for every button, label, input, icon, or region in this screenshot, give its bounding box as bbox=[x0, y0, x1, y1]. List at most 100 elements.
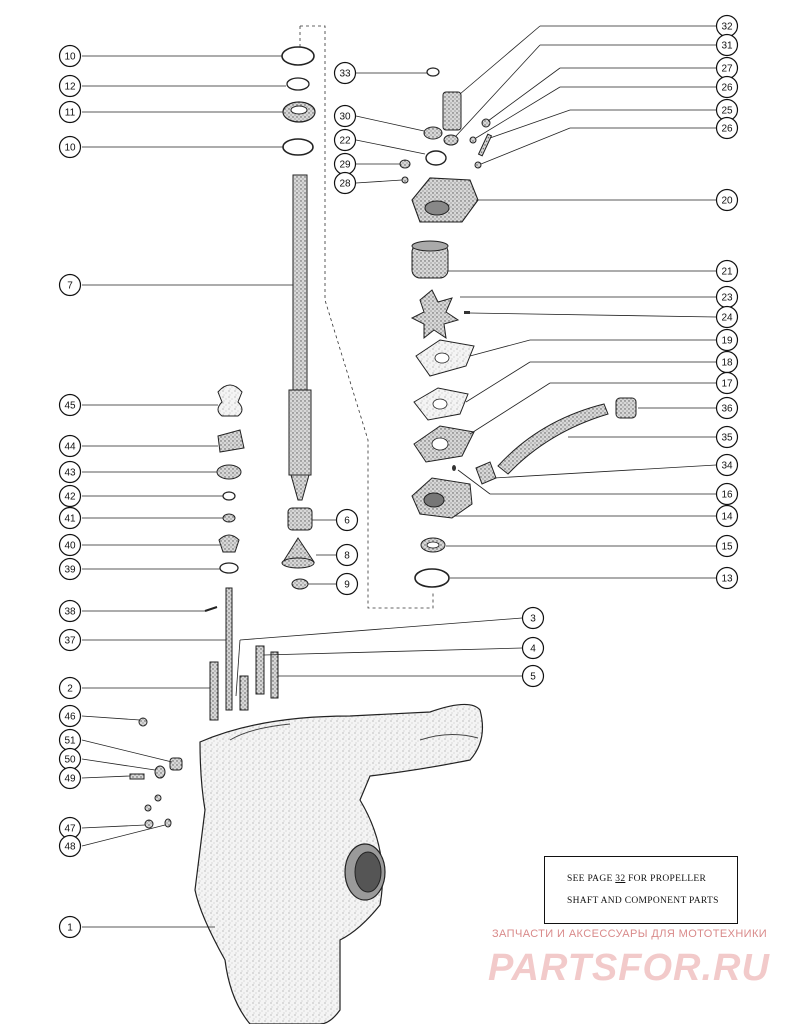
callout-number: 39 bbox=[64, 565, 76, 576]
callout-circle bbox=[333, 171, 357, 195]
callout-circle bbox=[333, 61, 357, 85]
callout-number: 26 bbox=[721, 83, 733, 94]
callout-n37: 37 bbox=[58, 628, 82, 652]
stud-2 bbox=[209, 661, 219, 721]
callout-number: 1 bbox=[67, 923, 73, 934]
retaining-ring-12 bbox=[286, 77, 310, 91]
parts-25-29 bbox=[399, 118, 493, 184]
callout-n41: 41 bbox=[58, 506, 82, 530]
callout-number: 27 bbox=[721, 64, 733, 75]
callout-n40: 40 bbox=[58, 533, 82, 557]
drive-shaft bbox=[288, 26, 312, 501]
bearing-6 bbox=[287, 507, 313, 531]
callout-n2: 2 bbox=[58, 676, 82, 700]
callout-n9: 9 bbox=[335, 572, 359, 596]
callout-n46: 46 bbox=[58, 704, 82, 728]
callout-circle bbox=[58, 484, 82, 508]
callout-n33: 33 bbox=[333, 61, 357, 85]
callout-n26b: 26 bbox=[715, 116, 739, 140]
callout-number: 37 bbox=[64, 636, 76, 647]
part-42 bbox=[222, 491, 236, 501]
callout-circle bbox=[333, 104, 357, 128]
callout-number: 47 bbox=[64, 824, 76, 835]
callout-circle bbox=[58, 628, 82, 652]
o-ring-10-upper bbox=[281, 46, 315, 66]
pump-housing-20 bbox=[411, 177, 479, 223]
gasket-17 bbox=[413, 425, 475, 463]
callout-number: 40 bbox=[64, 541, 76, 552]
grommet-31 bbox=[443, 134, 459, 146]
grommet-34 bbox=[475, 461, 497, 485]
assembly-guide-line bbox=[300, 25, 434, 609]
callout-number: 10 bbox=[64, 143, 76, 154]
callout-number: 36 bbox=[721, 404, 733, 415]
callout-number: 28 bbox=[339, 179, 351, 190]
callout-n48: 48 bbox=[58, 834, 82, 858]
callout-n51: 51 bbox=[58, 728, 82, 752]
callout-circle bbox=[335, 572, 359, 596]
tube-32 bbox=[442, 91, 462, 131]
note-suffix: FOR PROPELLER bbox=[625, 874, 707, 884]
callout-number: 32 bbox=[721, 22, 733, 33]
callout-number: 23 bbox=[721, 293, 733, 304]
callout-number: 11 bbox=[65, 108, 76, 119]
note-line-2: SHAFT AND COMPONENT PARTS bbox=[567, 896, 719, 906]
callout-n31: 31 bbox=[715, 33, 739, 57]
watermark: ЗАПЧАСТИ И АКСЕССУАРЫ ДЛЯ МОТОТЕХНИКИ PA… bbox=[486, 928, 786, 988]
callout-number: 24 bbox=[721, 313, 733, 324]
callout-n45: 45 bbox=[58, 393, 82, 417]
callout-n10a: 10 bbox=[58, 44, 82, 68]
callout-number: 6 bbox=[344, 516, 350, 527]
callout-number: 35 bbox=[721, 433, 733, 444]
o-ring-10-lower bbox=[282, 138, 314, 156]
callout-number: 51 bbox=[64, 736, 76, 747]
callout-circle bbox=[715, 259, 739, 283]
callout-number: 33 bbox=[339, 69, 351, 80]
note-page-ref: 32 bbox=[615, 874, 626, 884]
part-45 bbox=[217, 384, 243, 417]
gear-housing bbox=[194, 703, 483, 1024]
callout-number: 2 bbox=[67, 684, 73, 695]
callout-circle bbox=[58, 599, 82, 623]
callout-circle bbox=[715, 188, 739, 212]
callout-circle bbox=[58, 506, 82, 530]
callout-number: 45 bbox=[64, 401, 76, 412]
callout-circle bbox=[58, 393, 82, 417]
callout-n14: 14 bbox=[715, 504, 739, 528]
callout-number: 48 bbox=[64, 842, 76, 853]
seal-30 bbox=[423, 126, 443, 140]
seal-22 bbox=[425, 150, 447, 166]
callout-number: 4 bbox=[530, 644, 536, 655]
callout-n17: 17 bbox=[715, 371, 739, 395]
callout-number: 3 bbox=[530, 614, 536, 625]
callout-number: 20 bbox=[721, 196, 733, 207]
callout-circle bbox=[58, 834, 82, 858]
callout-circle bbox=[58, 273, 82, 297]
callout-n39: 39 bbox=[58, 557, 82, 581]
callout-number: 49 bbox=[64, 774, 76, 785]
callout-circle bbox=[58, 100, 82, 124]
stud-3 bbox=[239, 675, 249, 711]
callout-circle bbox=[58, 44, 82, 68]
part-40 bbox=[218, 534, 240, 553]
callout-circle bbox=[521, 606, 545, 630]
callout-n18: 18 bbox=[715, 350, 739, 374]
callout-n43: 43 bbox=[58, 460, 82, 484]
callout-number: 43 bbox=[64, 468, 76, 479]
callout-circle bbox=[715, 396, 739, 420]
callout-number: 22 bbox=[339, 136, 351, 147]
callout-markers: 1012111074544434241403938372465150494748… bbox=[58, 14, 739, 939]
callout-number: 30 bbox=[339, 112, 351, 123]
callout-circle bbox=[715, 566, 739, 590]
callout-n49: 49 bbox=[58, 766, 82, 790]
callout-number: 41 bbox=[64, 514, 76, 525]
callout-circle bbox=[715, 116, 739, 140]
grommet-36 bbox=[615, 397, 637, 419]
part-44 bbox=[217, 429, 245, 453]
callout-circle bbox=[335, 543, 359, 567]
insert-21 bbox=[411, 240, 449, 279]
watermark-logo: PARTSFOR.RU bbox=[488, 947, 769, 988]
callout-n35: 35 bbox=[715, 425, 739, 449]
callout-circle bbox=[715, 425, 739, 449]
